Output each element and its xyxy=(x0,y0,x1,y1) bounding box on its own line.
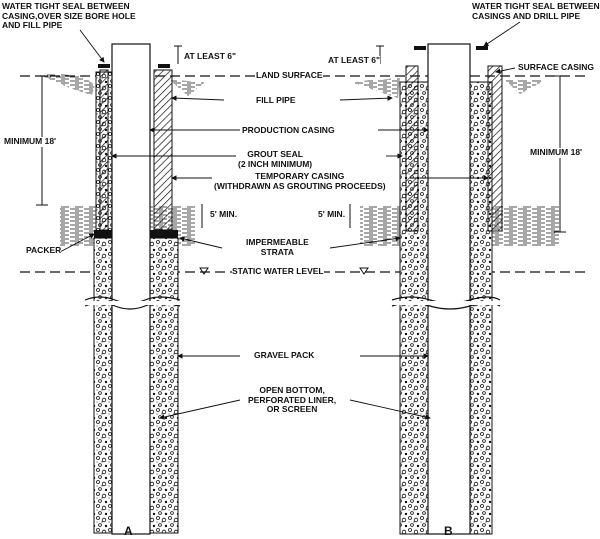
label-open-bottom: OPEN BOTTOM, PERFORATED LINER, OR SCREEN xyxy=(248,385,337,415)
label-at-least-b: AT LEAST 6" xyxy=(328,55,381,66)
leader-arrows xyxy=(59,21,521,420)
label-five-min-a: 5' MIN. xyxy=(210,209,238,220)
label-five-min-b: 5' MIN. xyxy=(318,209,346,220)
label-production-casing: PRODUCTION CASING xyxy=(242,125,335,136)
panel-label-b: B xyxy=(444,524,453,538)
label-packer: PACKER xyxy=(26,245,62,256)
label-static-water-level: STATIC WATER LEVEL xyxy=(232,266,324,277)
label-seal-a: WATER TIGHT SEAL BETWEEN CASING,OVER SIZ… xyxy=(2,1,136,30)
label-surface-casing: SURFACE CASING xyxy=(518,62,595,72)
label-fill-pipe: FILL PIPE xyxy=(256,95,296,106)
label-grout-seal: GROUT SEAL (2 INCH MINIMUM) xyxy=(238,149,313,169)
label-impermeable-strata: IMPERMEABLE STRATA xyxy=(246,237,309,257)
label-seal-b: WATER TIGHT SEAL BETWEEN CASINGS AND DRI… xyxy=(472,1,600,21)
label-at-least-a: AT LEAST 6" xyxy=(184,51,237,62)
water-level-triangle xyxy=(199,267,369,275)
well-b xyxy=(391,43,503,535)
label-gravel-pack: GRAVEL PACK xyxy=(254,350,315,361)
label-temporary-casing: TEMPORARY CASING (WITHDRAWN AS GROUTING … xyxy=(214,171,386,191)
well-a xyxy=(84,43,182,535)
label-minimum-b: MINIMUM 18' xyxy=(530,147,583,158)
panel-label-a: A xyxy=(124,524,133,538)
soil-surface xyxy=(40,74,545,98)
label-minimum-a: MINIMUM 18' xyxy=(4,136,57,147)
dimension-five-min xyxy=(201,204,351,228)
label-land-surface: LAND SURFACE xyxy=(256,70,323,81)
